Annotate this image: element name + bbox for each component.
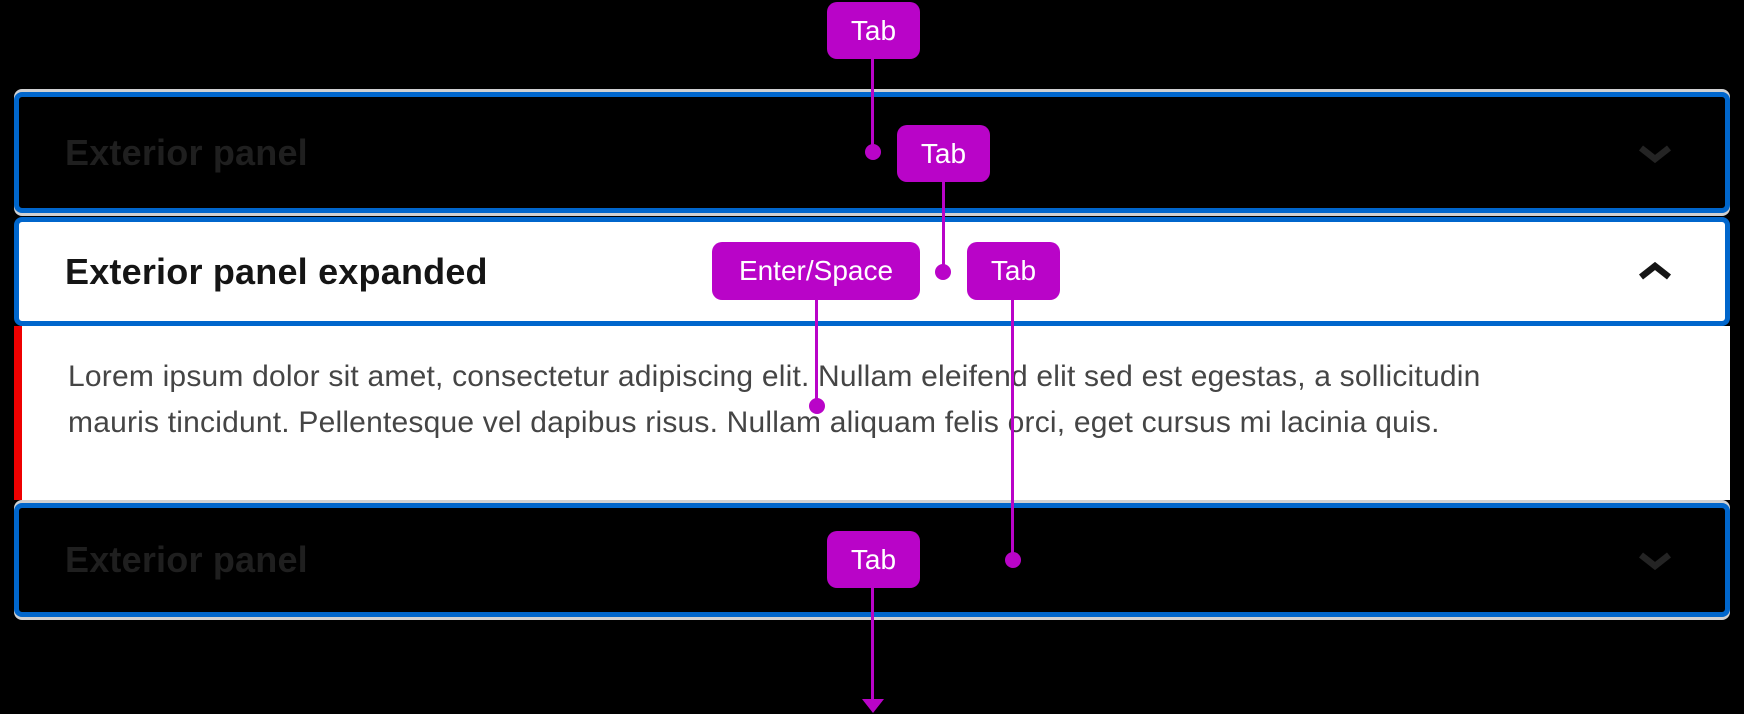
key-badge-tab: Tab [827, 531, 920, 588]
key-badge-tab: Tab [897, 125, 990, 182]
annotation-arrowhead-icon [862, 699, 884, 713]
annotation-line [871, 588, 874, 700]
content-text-line: mauris tincidunt. Pellentesque vel dapib… [68, 406, 1440, 439]
annotation-dot [1005, 552, 1021, 568]
annotation-dot [865, 144, 881, 160]
accordion-expanded-content: Lorem ipsum dolor sit amet, consectetur … [14, 326, 1730, 500]
annotation-line [871, 59, 874, 152]
key-badge-tab: Tab [967, 242, 1060, 300]
annotation-line [942, 182, 945, 272]
annotation-dot [809, 398, 825, 414]
chevron-up-icon [1638, 261, 1725, 282]
key-badge-enter-space: Enter/Space [712, 242, 920, 300]
annotation-dot [935, 264, 951, 280]
accordion-title: Exterior panel [65, 131, 308, 173]
annotation-line [815, 300, 818, 406]
chevron-down-icon [1638, 143, 1725, 163]
key-badge-tab: Tab [827, 2, 920, 59]
annotation-line [1011, 300, 1014, 560]
accordion-title: Exterior panel [65, 539, 308, 580]
chevron-down-icon [1638, 550, 1725, 570]
content-text-line: Lorem ipsum dolor sit amet, consectetur … [68, 360, 1481, 393]
accordion-title: Exterior panel expanded [65, 250, 488, 292]
